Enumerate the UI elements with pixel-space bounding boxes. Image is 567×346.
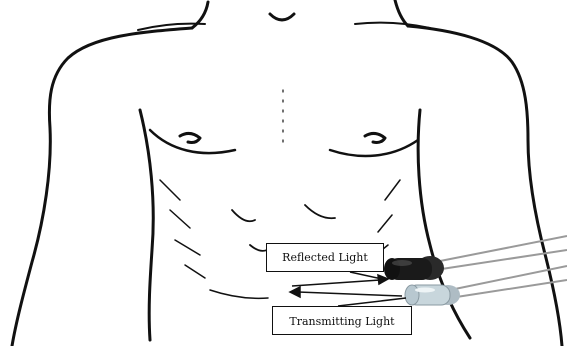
left-shoulder — [12, 28, 192, 346]
neck-notch — [270, 14, 294, 20]
reflected-connector — [350, 272, 382, 279]
navel-area — [232, 205, 335, 221]
clear-emitter-icon — [405, 285, 460, 305]
reflected-ray — [292, 280, 380, 286]
transmitting-ray — [298, 292, 402, 296]
left-inner-arm — [140, 110, 153, 340]
left-abdomen-shade — [160, 180, 205, 278]
transmitting-connector — [338, 298, 406, 306]
transmitting-light-label: Transmitting Light — [272, 306, 412, 335]
left-nipple — [180, 133, 200, 142]
dark-receiver-icon — [384, 256, 444, 280]
sensor-group — [384, 236, 567, 305]
right-nipple — [365, 133, 385, 142]
transmitting-arrowhead — [290, 287, 300, 297]
reflected-light-label: Reflected Light — [266, 243, 384, 272]
neck-right-line — [395, 0, 408, 26]
waist-left — [210, 290, 268, 298]
